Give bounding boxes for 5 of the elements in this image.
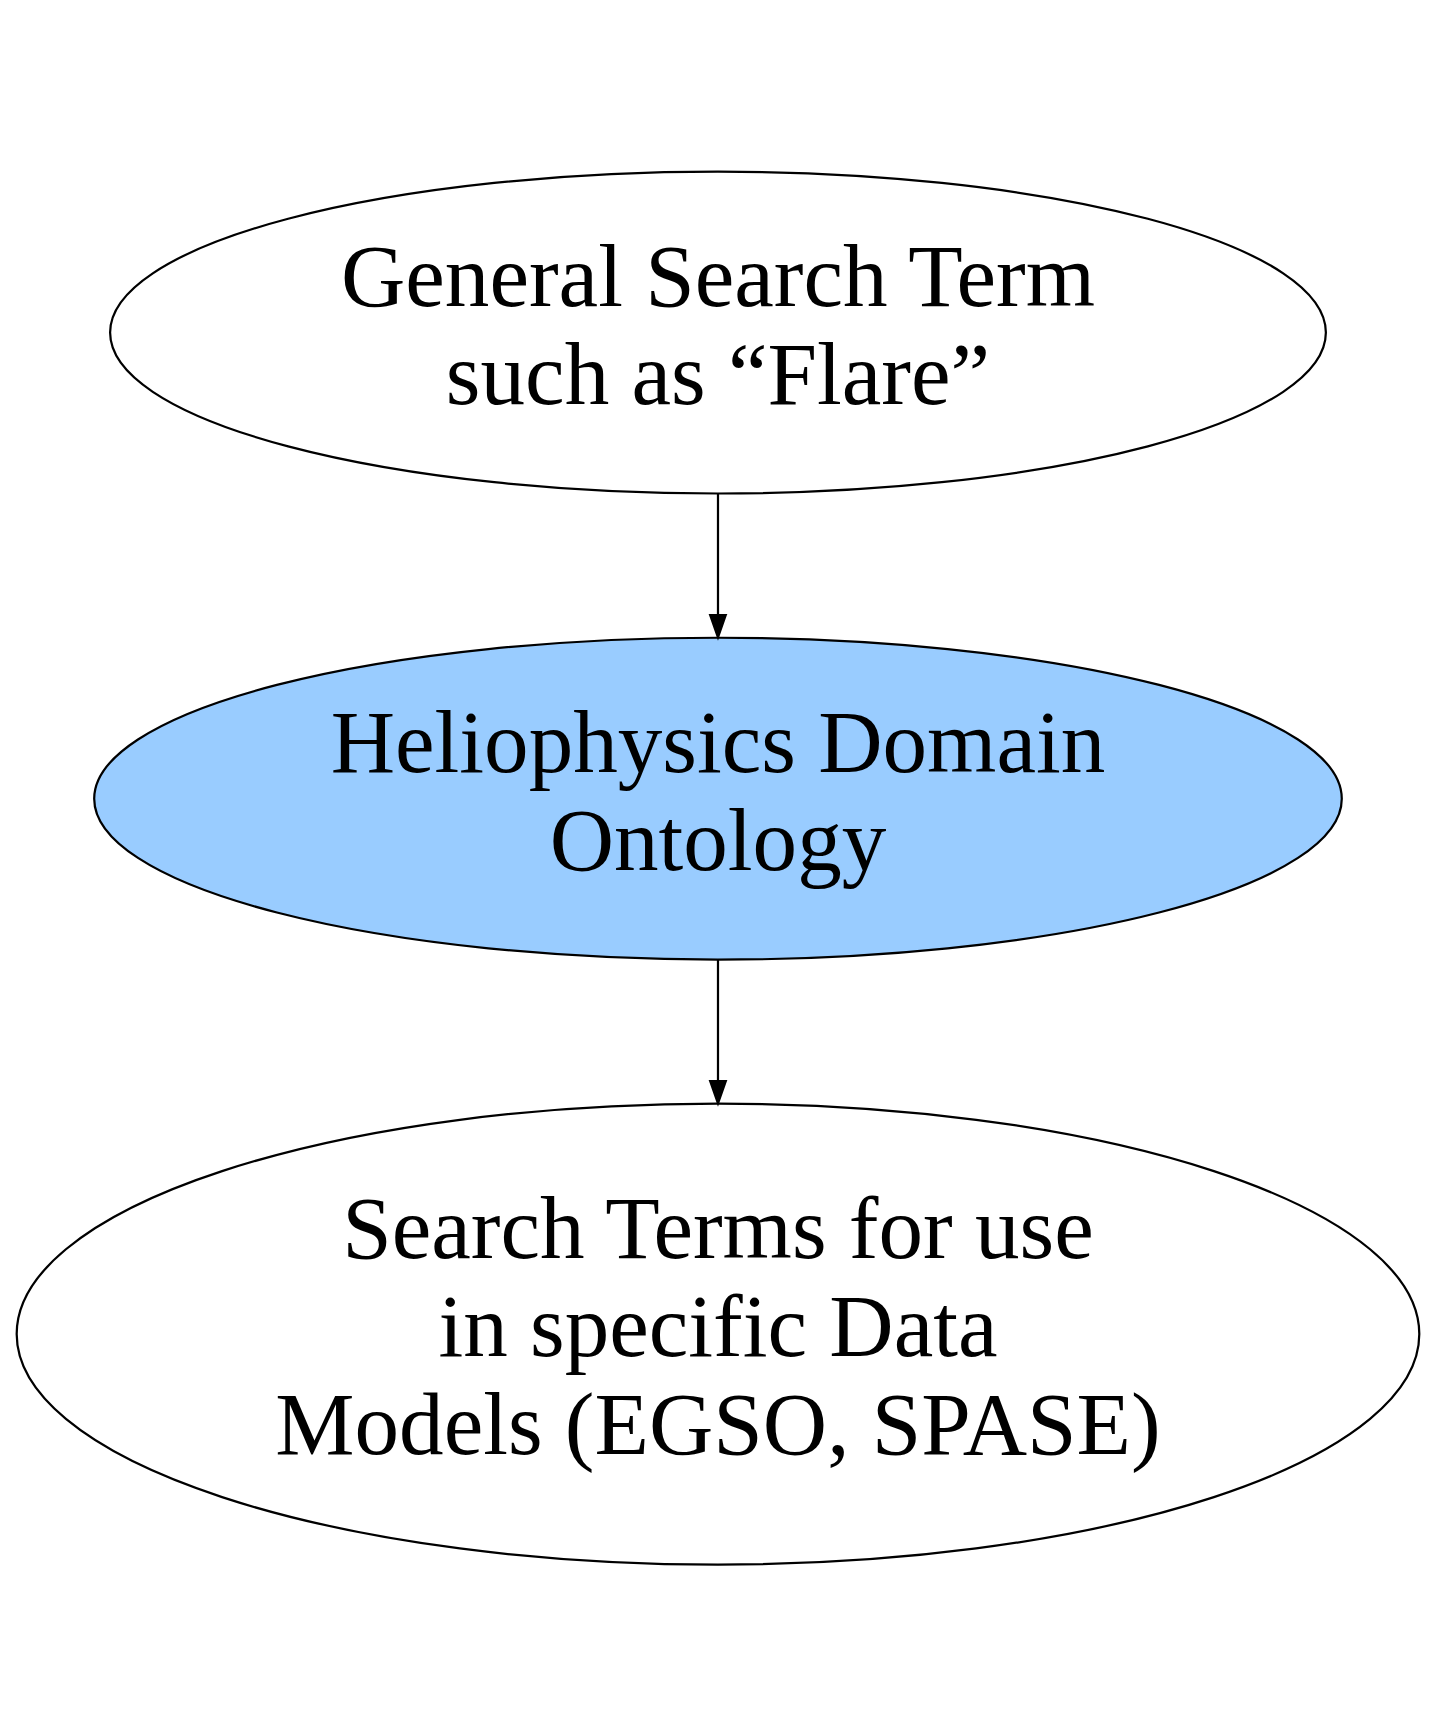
node-ellipse: General Search Term such as “Flare” [109, 170, 1327, 495]
node-ellipse: Heliophysics Domain Ontology [93, 636, 1343, 961]
node-ellipse: Search Terms for use in specific Data Models (EGSO, SPASE) [15, 1102, 1421, 1566]
arrow [708, 493, 728, 641]
arrow [708, 959, 728, 1107]
